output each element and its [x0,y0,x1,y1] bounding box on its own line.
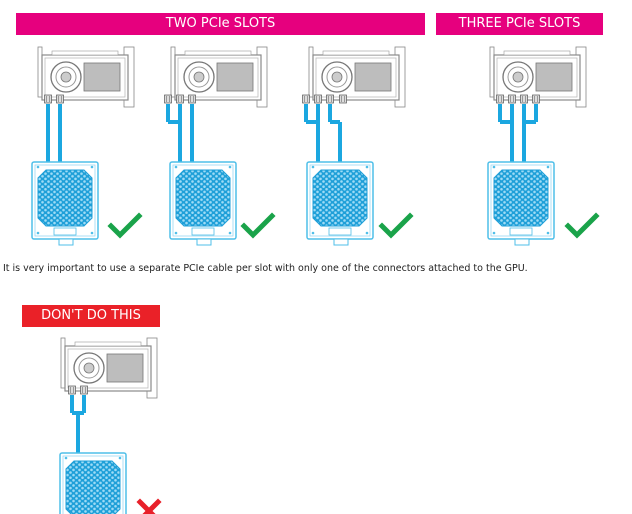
pcie-cable-icon [46,104,62,162]
setup-three-slots [487,46,596,246]
gpu-icon [308,46,406,108]
psu-icon [31,161,99,246]
pcie-cable-icon [498,104,538,162]
checkmark-icon [382,216,410,235]
checkmark-icon [244,216,272,235]
pcie-cable-note: It is very important to use a separate P… [3,263,528,274]
gpu-icon [170,46,268,108]
psu-icon [487,161,555,246]
psu-icon [169,161,237,246]
dont-do-this-banner: DON'T DO THIS [22,305,160,327]
two-pcie-slots-banner: TWO PCIe SLOTS [16,13,425,35]
setup-dont-daisy-chain [59,337,162,514]
pcie-cable-icon [70,395,86,453]
gpu-icon [37,46,135,108]
setup-single-cable-two-connectors [31,46,139,246]
pcie-cable-icon [304,104,342,162]
checkmark-icon [111,216,139,235]
three-pcie-slots-banner: THREE PCIe SLOTS [436,13,603,35]
pcie-cable-icon [166,104,194,162]
checkmark-icon [568,216,596,235]
setup-two-slots-three-connectors [302,46,411,246]
setup-two-cables [164,46,273,246]
cross-icon [136,498,162,514]
psu-icon [59,452,127,514]
psu-icon [306,161,374,246]
